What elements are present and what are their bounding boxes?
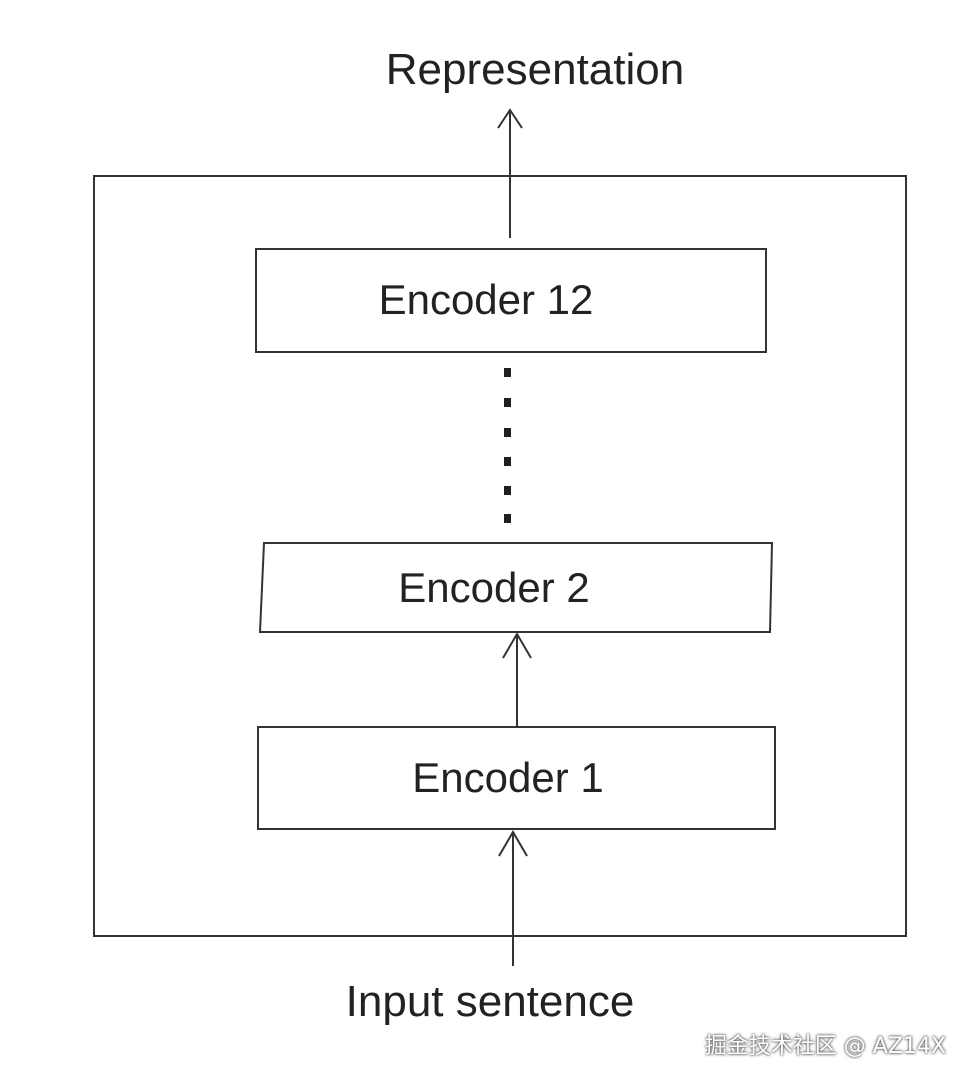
output-arrow: [497, 108, 523, 238]
encoder-1-label: Encoder 1: [412, 754, 604, 801]
outer-container-box: [93, 175, 907, 937]
encoder-12-box: [255, 248, 767, 353]
input-arrow: [498, 830, 528, 966]
ellipsis-dots: [504, 368, 511, 523]
encoder-2-box: [258, 542, 774, 633]
input-sentence-label: Input sentence: [345, 977, 635, 1026]
watermark-text: 掘金技术社区 @ AZ14X: [704, 1034, 946, 1059]
encoder1-to-encoder2-arrow: [502, 632, 532, 727]
encoder-2-label: Encoder 2: [398, 564, 590, 611]
representation-label: Representation: [385, 45, 685, 94]
encoder-12-label: Encoder 12: [378, 276, 594, 323]
